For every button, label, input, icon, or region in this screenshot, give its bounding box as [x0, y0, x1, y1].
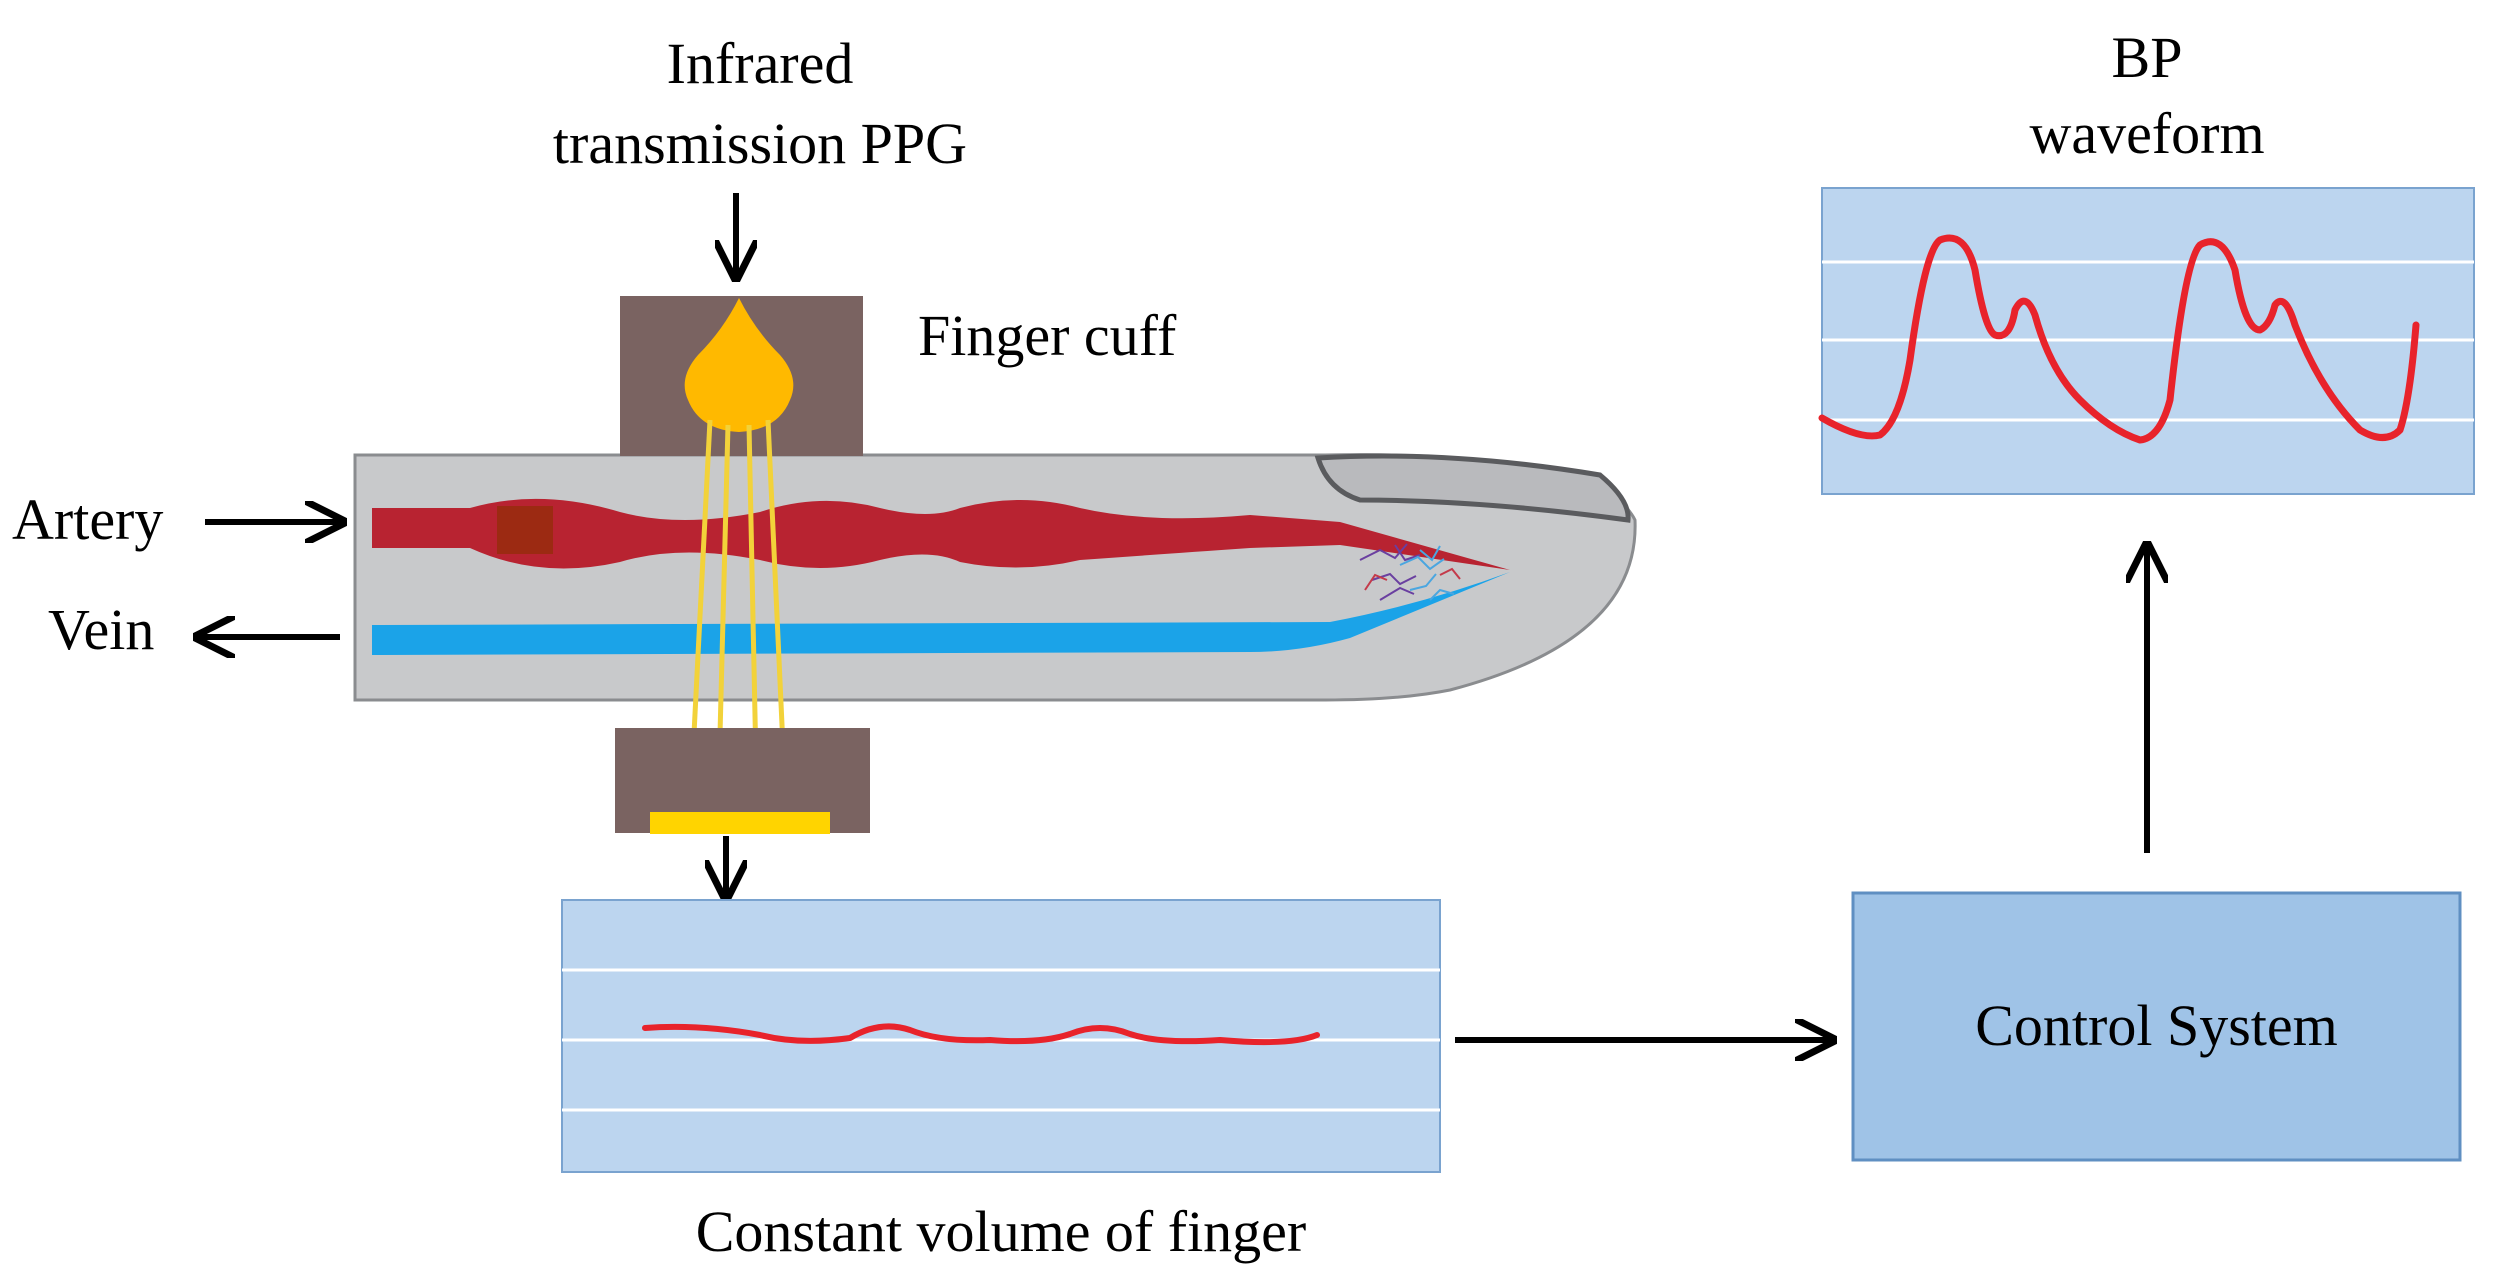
flat-ppg-trace: [642, 1023, 1320, 1046]
bp-label-line2: waveform: [2029, 101, 2265, 166]
photodetector-icon: [650, 812, 830, 834]
vein-label: Vein: [48, 597, 155, 662]
bp-label-line1: BP: [2111, 25, 2183, 90]
infrared-led-icon: [684, 298, 794, 432]
ppg-label-line2: transmission PPG: [552, 111, 968, 176]
finger: [353, 453, 1637, 702]
bp-waveform-trace: [1818, 234, 2420, 444]
artery-vessel: [372, 498, 1510, 570]
artery-highlight: [497, 506, 553, 554]
constant-volume-panel: [561, 899, 1441, 1173]
capillary-network-icon: [1359, 543, 1461, 601]
artery-label: Artery: [12, 487, 164, 552]
vein-vessel: [372, 572, 1510, 655]
constant-volume-label: Constant volume of finger: [695, 1199, 1307, 1264]
ppg-label-line1: Infrared: [666, 31, 854, 96]
bp-waveform-panel: [1818, 187, 2475, 495]
control-system-box: [1851, 891, 2462, 1162]
control-system-label: Control System: [1975, 993, 2338, 1058]
fingernail: [1314, 453, 1631, 523]
finger-cuff-label: Finger cuff: [918, 303, 1177, 368]
